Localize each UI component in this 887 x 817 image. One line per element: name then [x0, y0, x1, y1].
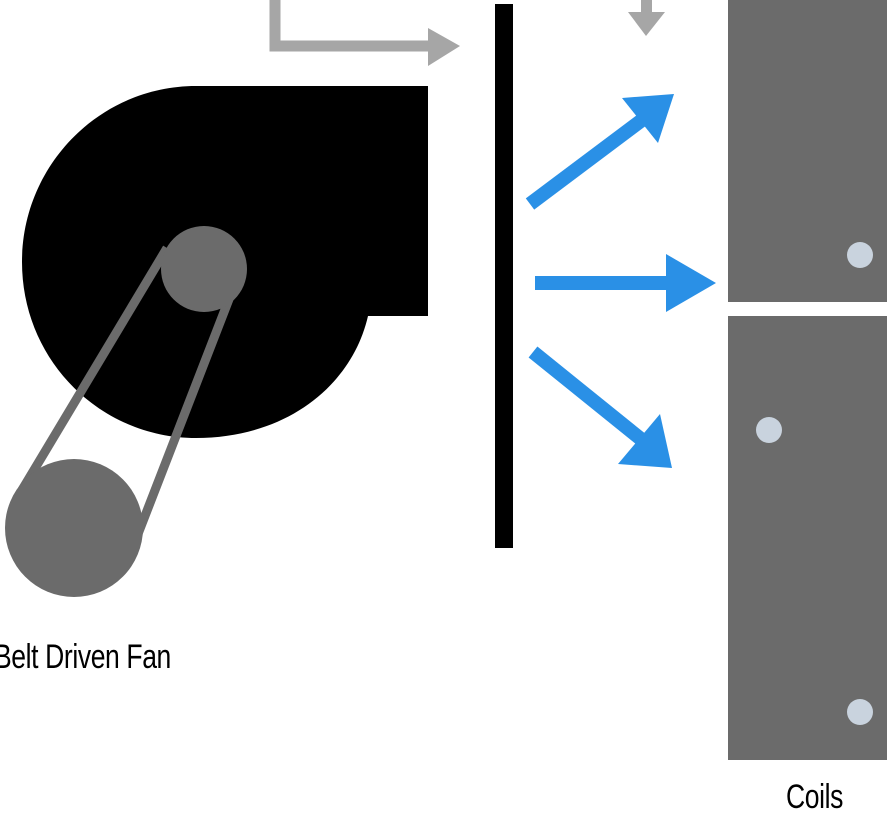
motor-pulley — [5, 459, 143, 597]
airflow-arrow-down-shaft — [528, 346, 647, 446]
airflow-arrow-up-head — [622, 94, 674, 143]
return-air-arrowhead — [428, 28, 460, 66]
fan-label: Belt Driven Fan — [0, 638, 171, 676]
coils-label: Coils — [786, 778, 844, 816]
coil-dot — [847, 699, 873, 725]
baffle-plate — [495, 4, 513, 548]
coil-dot — [756, 417, 782, 443]
airflow-arrow-up — [525, 94, 674, 210]
belt-right-strand — [133, 274, 243, 536]
airflow-arrow-up-shaft — [525, 114, 647, 210]
fan-pulley — [161, 226, 247, 312]
coil-dot — [847, 242, 873, 268]
fan-belt — [18, 245, 243, 536]
belt-left-strand — [18, 245, 171, 493]
down-arrow — [628, 0, 665, 36]
airflow-arrow-down — [528, 346, 672, 468]
airflow-arrow-down-head — [618, 414, 672, 468]
return-air-arrow — [269, 0, 460, 66]
down-arrow-head — [628, 12, 665, 36]
airflow-arrow-straight-head — [666, 254, 716, 312]
coils — [728, 0, 887, 760]
coil-panel-lower — [728, 316, 887, 760]
airflow-arrow-straight — [535, 254, 716, 312]
return-air-duct-line — [269, 0, 432, 52]
down-arrow-shaft — [641, 0, 652, 16]
airflow-arrows — [525, 94, 716, 468]
